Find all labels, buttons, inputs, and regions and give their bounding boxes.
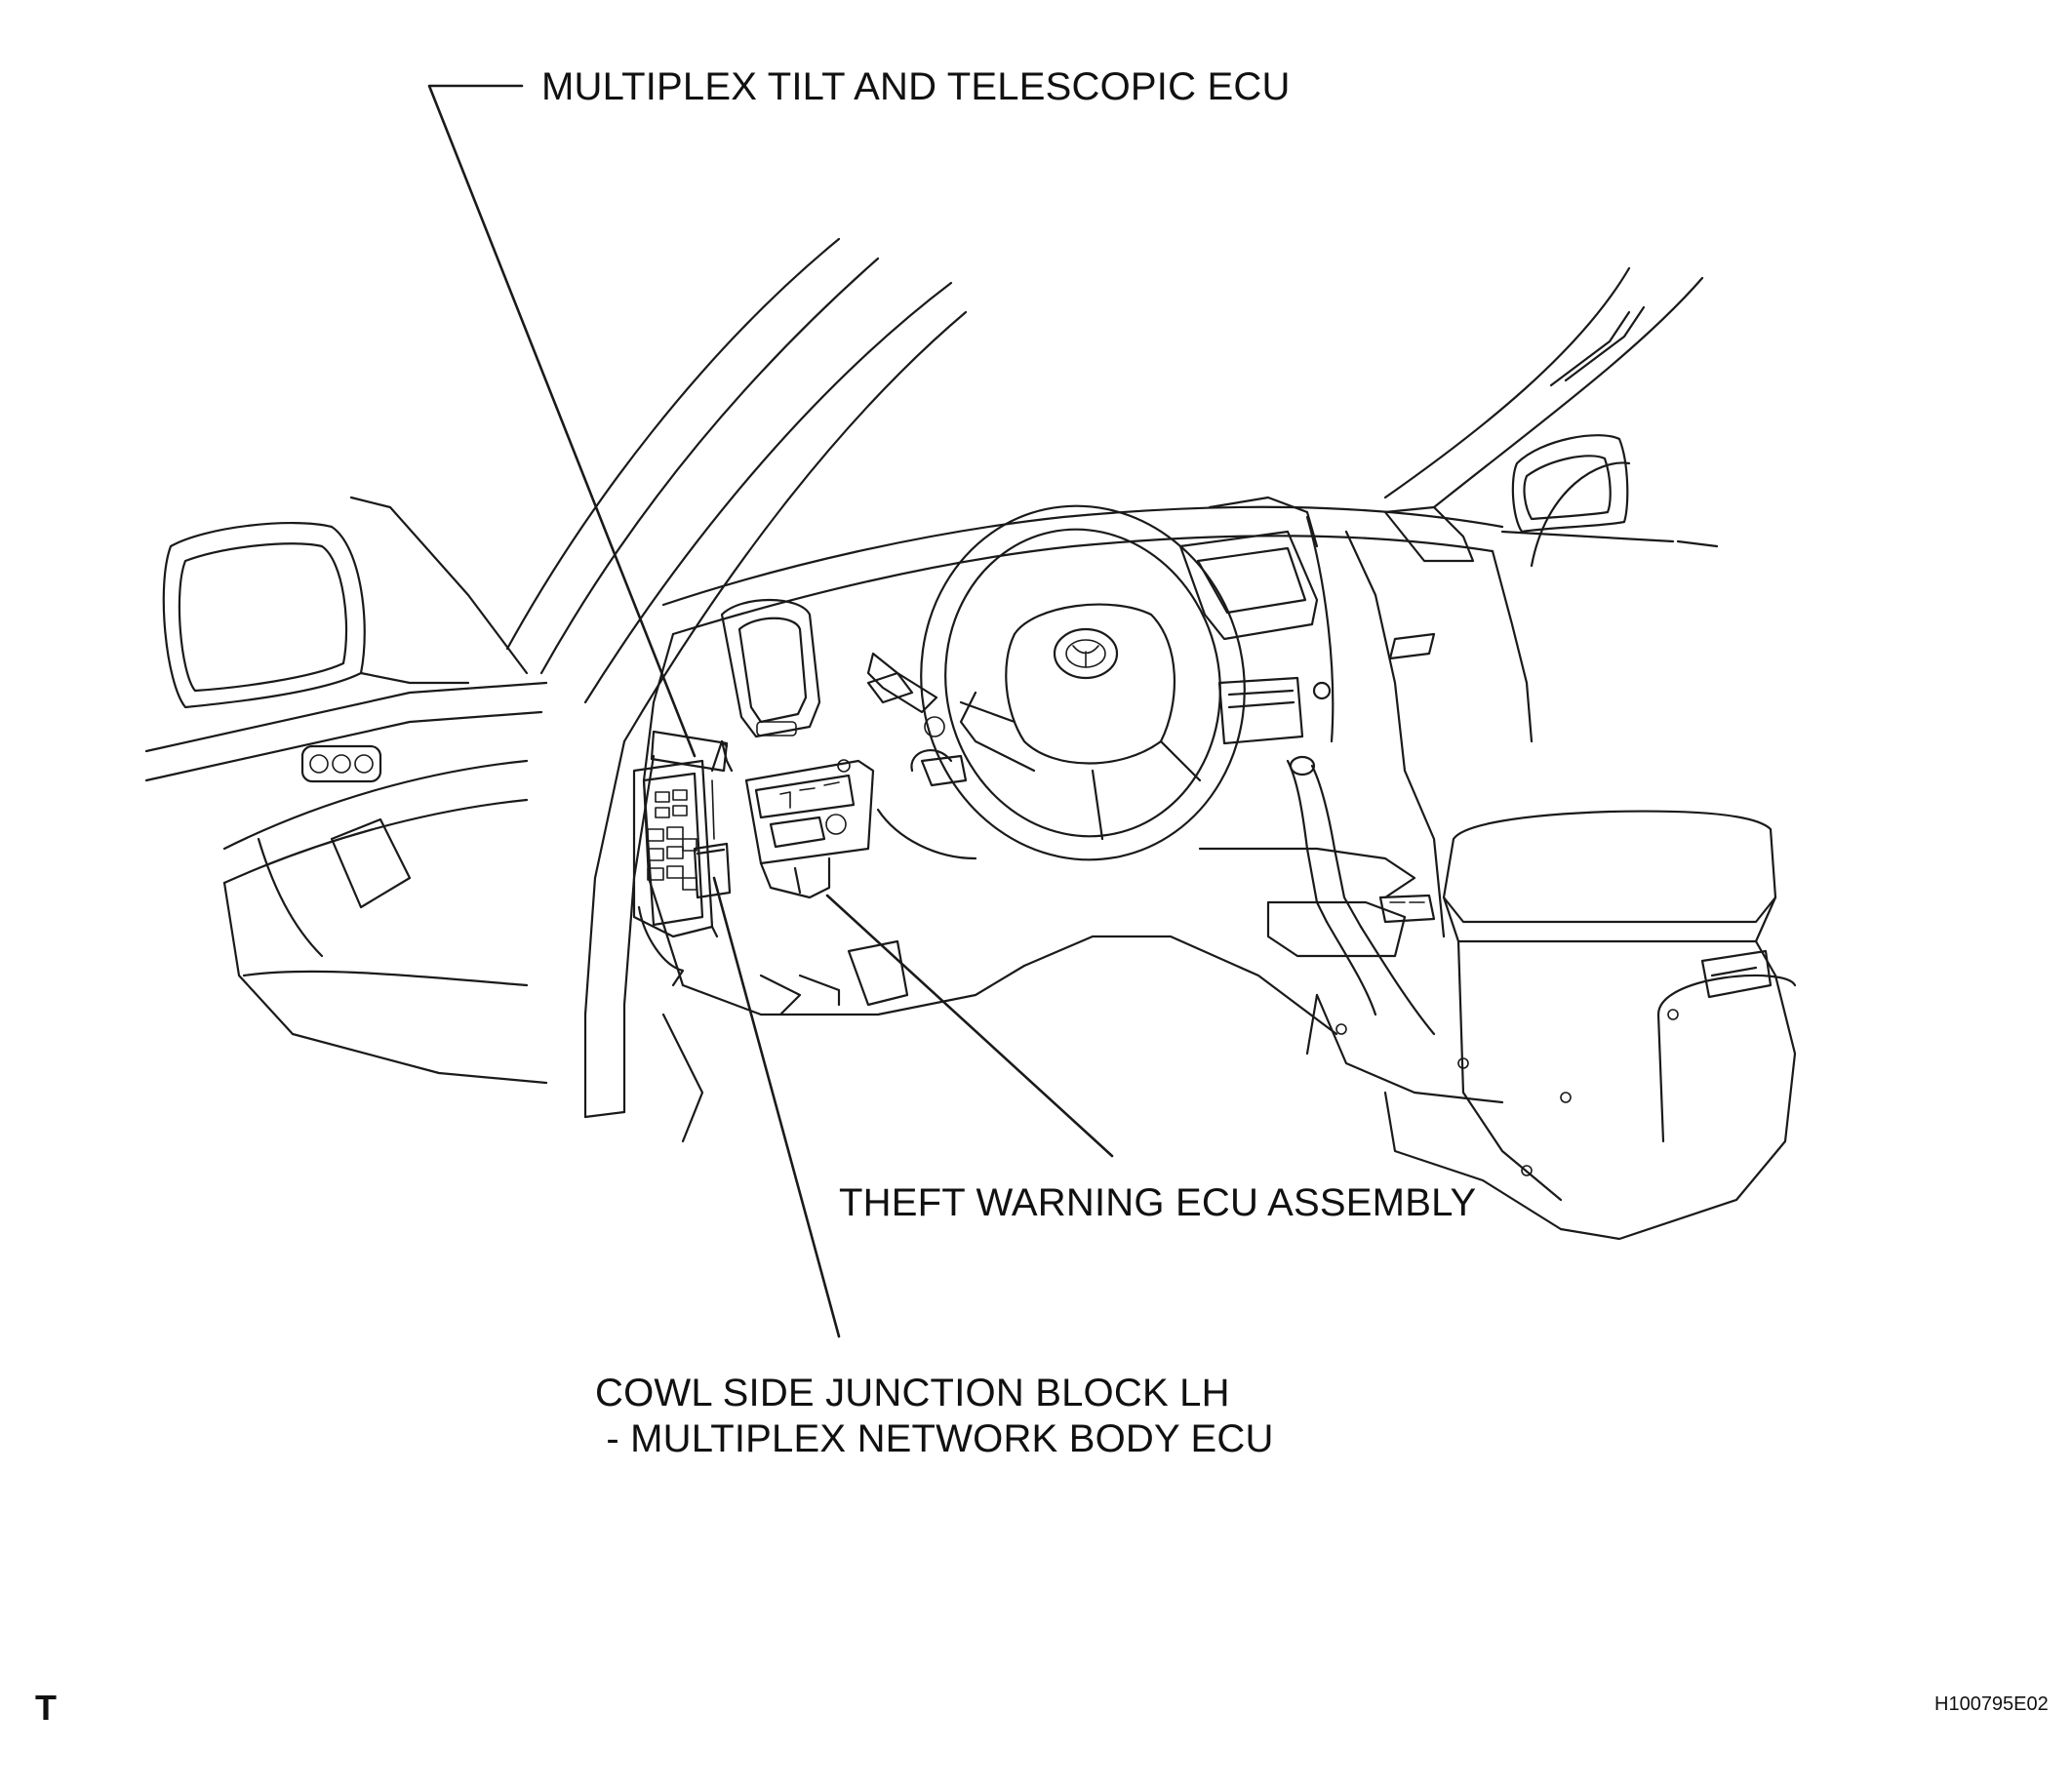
callout-multiplex-network-body-ecu: - MULTIPLEX NETWORK BODY ECU bbox=[595, 1417, 1274, 1460]
center-stack bbox=[1178, 505, 1475, 745]
callout-tilt-telescopic-ecu: MULTIPLEX TILT AND TELESCOPIC ECU bbox=[541, 65, 1291, 108]
left-mirror bbox=[162, 521, 470, 709]
instrument-cluster bbox=[720, 599, 914, 738]
cowl-side-junction-block bbox=[632, 759, 719, 987]
dashboard bbox=[642, 496, 1534, 1036]
leader-tilt-telescopic-ecu bbox=[427, 84, 697, 758]
callout-theft-warning-ecu: THEFT WARNING ECU ASSEMBLY bbox=[839, 1181, 1477, 1224]
network-body-ecu bbox=[693, 842, 732, 899]
floor-area bbox=[661, 808, 977, 1143]
console-box bbox=[1305, 810, 1797, 1241]
figure-code: H100795E02 bbox=[1934, 1693, 2049, 1715]
steering-column bbox=[866, 652, 968, 787]
theft-warning-ecu bbox=[744, 759, 875, 899]
callout-cowl-side-junction-block: COWL SIDE JUNCTION BLOCK LH bbox=[595, 1372, 1230, 1414]
door-panel bbox=[144, 496, 548, 1085]
a-pillar bbox=[505, 237, 968, 1119]
leader-lines bbox=[427, 84, 1114, 1338]
center-console bbox=[1198, 755, 1436, 1036]
corner-mark: T bbox=[35, 1688, 57, 1728]
right-window bbox=[1383, 266, 1719, 568]
tilt-telescopic-ecu bbox=[650, 730, 734, 840]
steering-wheel bbox=[920, 504, 1246, 861]
leader-cowl-side-junction-block bbox=[712, 876, 841, 1338]
leader-theft-warning-ecu bbox=[825, 894, 1114, 1158]
